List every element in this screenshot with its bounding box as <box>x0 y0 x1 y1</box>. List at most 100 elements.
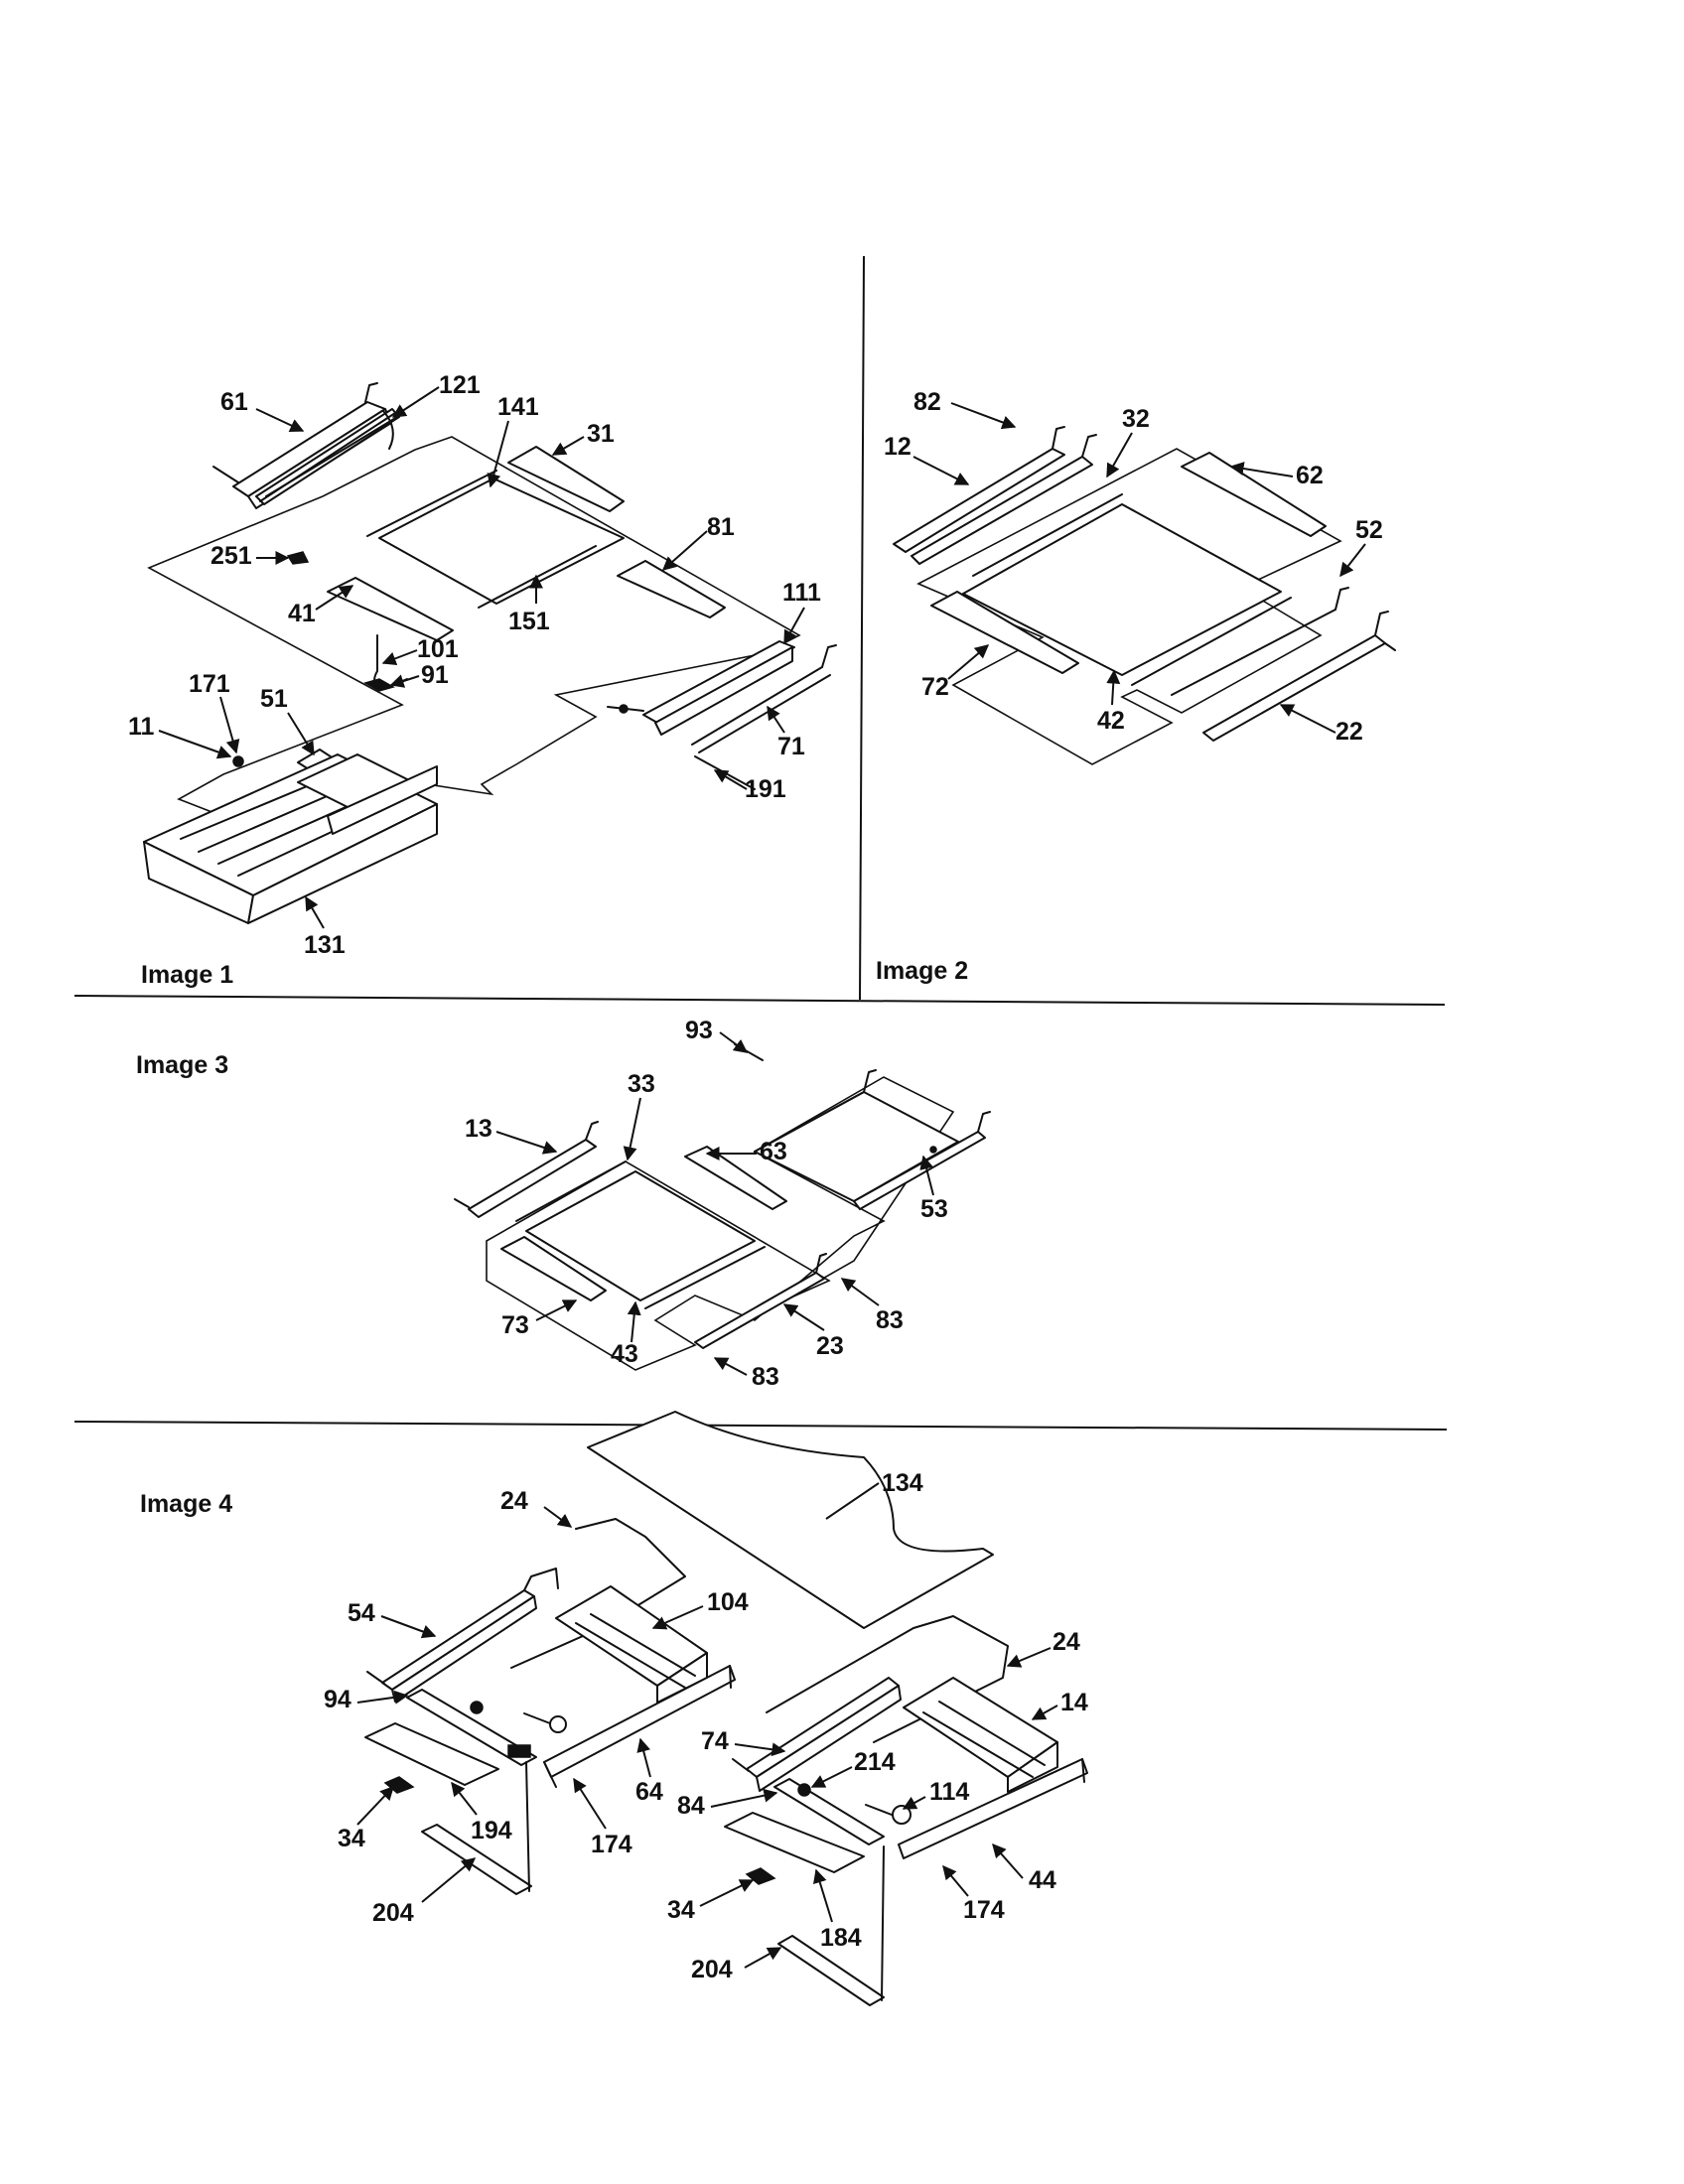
part-91 <box>363 678 395 692</box>
callout-174-left: 174 <box>591 1831 632 1858</box>
callout-191: 191 <box>745 775 786 803</box>
callout-93: 93 <box>685 1017 713 1044</box>
part-31 <box>507 446 625 512</box>
image-3-drawing <box>454 1043 991 1371</box>
image-2-callouts: 82 12 32 62 52 72 42 22 <box>884 388 1383 746</box>
part-204-left-guide <box>525 1761 530 1892</box>
part-53 <box>853 1111 991 1210</box>
part-54 <box>366 1568 559 1703</box>
callout-63: 63 <box>760 1138 787 1165</box>
callout-134: 134 <box>882 1469 923 1497</box>
part-251 <box>286 551 310 565</box>
panel-title-image-2: Image 2 <box>876 957 968 985</box>
image-1-outline <box>147 436 801 835</box>
part-41 <box>327 577 454 641</box>
callout-41: 41 <box>288 600 316 627</box>
callout-174-right: 174 <box>963 1896 1005 1924</box>
callout-251: 251 <box>210 542 252 570</box>
callout-204-right: 204 <box>691 1956 733 1983</box>
part-44 <box>898 1758 1088 1859</box>
image-2-drawing <box>893 426 1396 765</box>
part-184 <box>724 1812 865 1873</box>
part-43-trim <box>644 1246 766 1309</box>
callout-51: 51 <box>260 685 288 713</box>
callout-73: 73 <box>501 1311 529 1339</box>
part-22 <box>1202 611 1396 742</box>
image-4-callouts: 24 134 54 104 24 14 94 74 214 64 114 84 … <box>324 1469 1088 1983</box>
part-141-trim-top <box>366 470 497 537</box>
panel-divider-vertical <box>859 255 865 1001</box>
callout-101: 101 <box>417 635 459 663</box>
callout-24-left: 24 <box>500 1487 528 1515</box>
callout-11: 11 <box>128 713 155 741</box>
callout-104: 104 <box>707 1588 749 1616</box>
callout-33: 33 <box>628 1070 655 1098</box>
part-43 <box>525 1170 756 1301</box>
image-2-outline <box>916 448 1342 765</box>
part-73 <box>500 1236 607 1301</box>
callout-214: 214 <box>854 1748 896 1776</box>
image-3-callouts: 93 33 13 63 53 73 43 23 83 83 <box>465 1017 948 1391</box>
callout-94: 94 <box>324 1686 351 1713</box>
callout-184: 184 <box>820 1924 862 1952</box>
callout-22: 22 <box>1335 718 1363 746</box>
part-134 <box>587 1411 994 1629</box>
callout-12: 12 <box>884 433 912 461</box>
part-131 <box>143 753 438 924</box>
callout-14: 14 <box>1060 1689 1088 1716</box>
part-204-left <box>421 1824 532 1895</box>
callout-72: 72 <box>921 673 949 701</box>
callout-34-right: 34 <box>667 1896 695 1924</box>
panel-title-image-3: Image 3 <box>136 1051 228 1079</box>
part-14 <box>903 1677 1058 1793</box>
part-141 <box>378 478 625 605</box>
part-63 <box>684 1146 787 1210</box>
part-42 <box>962 503 1282 676</box>
part-72 <box>930 591 1079 674</box>
callout-43: 43 <box>611 1340 638 1368</box>
callout-171: 171 <box>189 670 230 698</box>
panel-divider-h2 <box>73 1421 1448 1431</box>
callout-141: 141 <box>497 393 539 421</box>
callout-82: 82 <box>913 388 941 416</box>
callout-42: 42 <box>1097 707 1125 735</box>
callout-62: 62 <box>1296 462 1324 489</box>
panel-title-image-1: Image 1 <box>141 961 233 989</box>
callout-121: 121 <box>439 371 481 399</box>
callout-23: 23 <box>816 1332 844 1360</box>
part-94 <box>406 1689 567 1766</box>
callout-131: 131 <box>304 931 346 959</box>
part-12 <box>911 434 1097 565</box>
callout-151: 151 <box>508 608 550 635</box>
part-34-right <box>745 1867 776 1885</box>
part-71 <box>691 644 837 753</box>
callout-53: 53 <box>920 1195 948 1223</box>
part-33 <box>515 1160 627 1222</box>
callout-204-left: 204 <box>372 1899 414 1927</box>
callout-31: 31 <box>587 420 615 448</box>
part-81 <box>617 560 726 618</box>
part-24-right <box>766 1615 1009 1743</box>
panel-divider-h1 <box>73 995 1446 1006</box>
part-121 <box>255 408 400 505</box>
callout-83-right: 83 <box>876 1306 904 1334</box>
part-32 <box>972 493 1123 577</box>
part-42-trim <box>1131 597 1292 686</box>
callout-81: 81 <box>707 513 735 541</box>
callout-194: 194 <box>471 1817 512 1844</box>
part-52 <box>1171 587 1349 696</box>
callout-13: 13 <box>465 1115 492 1143</box>
image-1-callouts: 61 121 141 31 81 251 41 151 111 101 91 1… <box>128 371 821 959</box>
callout-74: 74 <box>701 1727 729 1755</box>
part-111 <box>607 640 795 736</box>
part-171 <box>232 755 244 767</box>
callout-24-right: 24 <box>1052 1628 1080 1656</box>
callout-91: 91 <box>421 661 449 689</box>
callout-32: 32 <box>1122 405 1150 433</box>
callout-61: 61 <box>220 388 248 416</box>
callout-111: 111 <box>782 579 821 607</box>
callout-44: 44 <box>1029 1866 1056 1894</box>
callout-71: 71 <box>777 733 805 760</box>
callout-52: 52 <box>1355 516 1383 544</box>
